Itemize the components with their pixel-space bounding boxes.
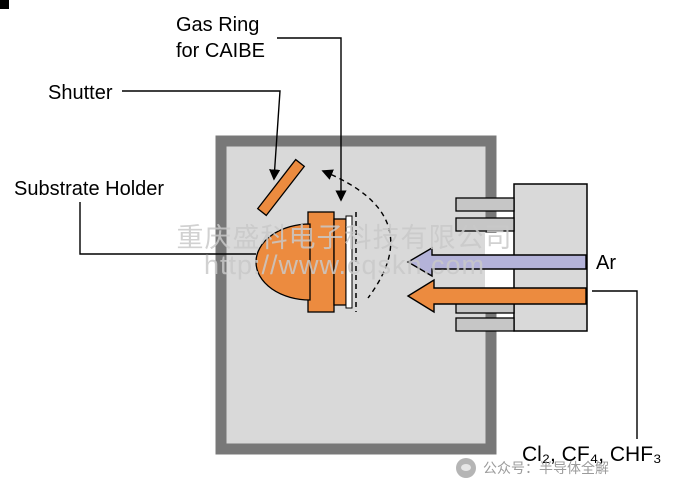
footer-caption: 公众号：半导体全解: [483, 460, 609, 476]
ion-source-grid-plate: [455, 217, 515, 232]
ion-source-grid-plate: [455, 317, 515, 332]
footer-credit: 公众号：半导体全解: [456, 458, 609, 478]
etch-gases-label: Cl₂, CF₄, CHF₃: [522, 443, 662, 466]
gas-ring-label-line2: for CAIBE: [176, 40, 265, 62]
corner-artifact: [0, 0, 9, 9]
substrate-wafer: [345, 215, 353, 309]
substrate-holder-dome: [255, 223, 311, 301]
substrate-holder-block: [307, 211, 335, 313]
substrate-holder-plate: [333, 218, 347, 306]
gas-ring-label: Gas Ring for CAIBE: [176, 12, 265, 64]
shutter-connector-line: [122, 90, 281, 181]
etch-gas-beam-arrow: [406, 278, 587, 314]
shutter-paddle: [256, 158, 306, 217]
shutter-label: Shutter: [48, 82, 113, 104]
gas-ring-label-line1: Gas Ring: [176, 14, 260, 36]
ion-source-grid-plate: [455, 197, 515, 212]
wechat-account-logo-icon: [456, 458, 476, 478]
etch-gas-connector-line: [592, 290, 638, 439]
argon-gas-label: Ar: [596, 252, 616, 274]
substrate-holder-label: Substrate Holder: [14, 178, 165, 200]
gas-ring-connector-line: [277, 37, 347, 202]
argon-beam-arrow: [406, 246, 587, 278]
substrate-holder-connector-line: [79, 202, 256, 255]
